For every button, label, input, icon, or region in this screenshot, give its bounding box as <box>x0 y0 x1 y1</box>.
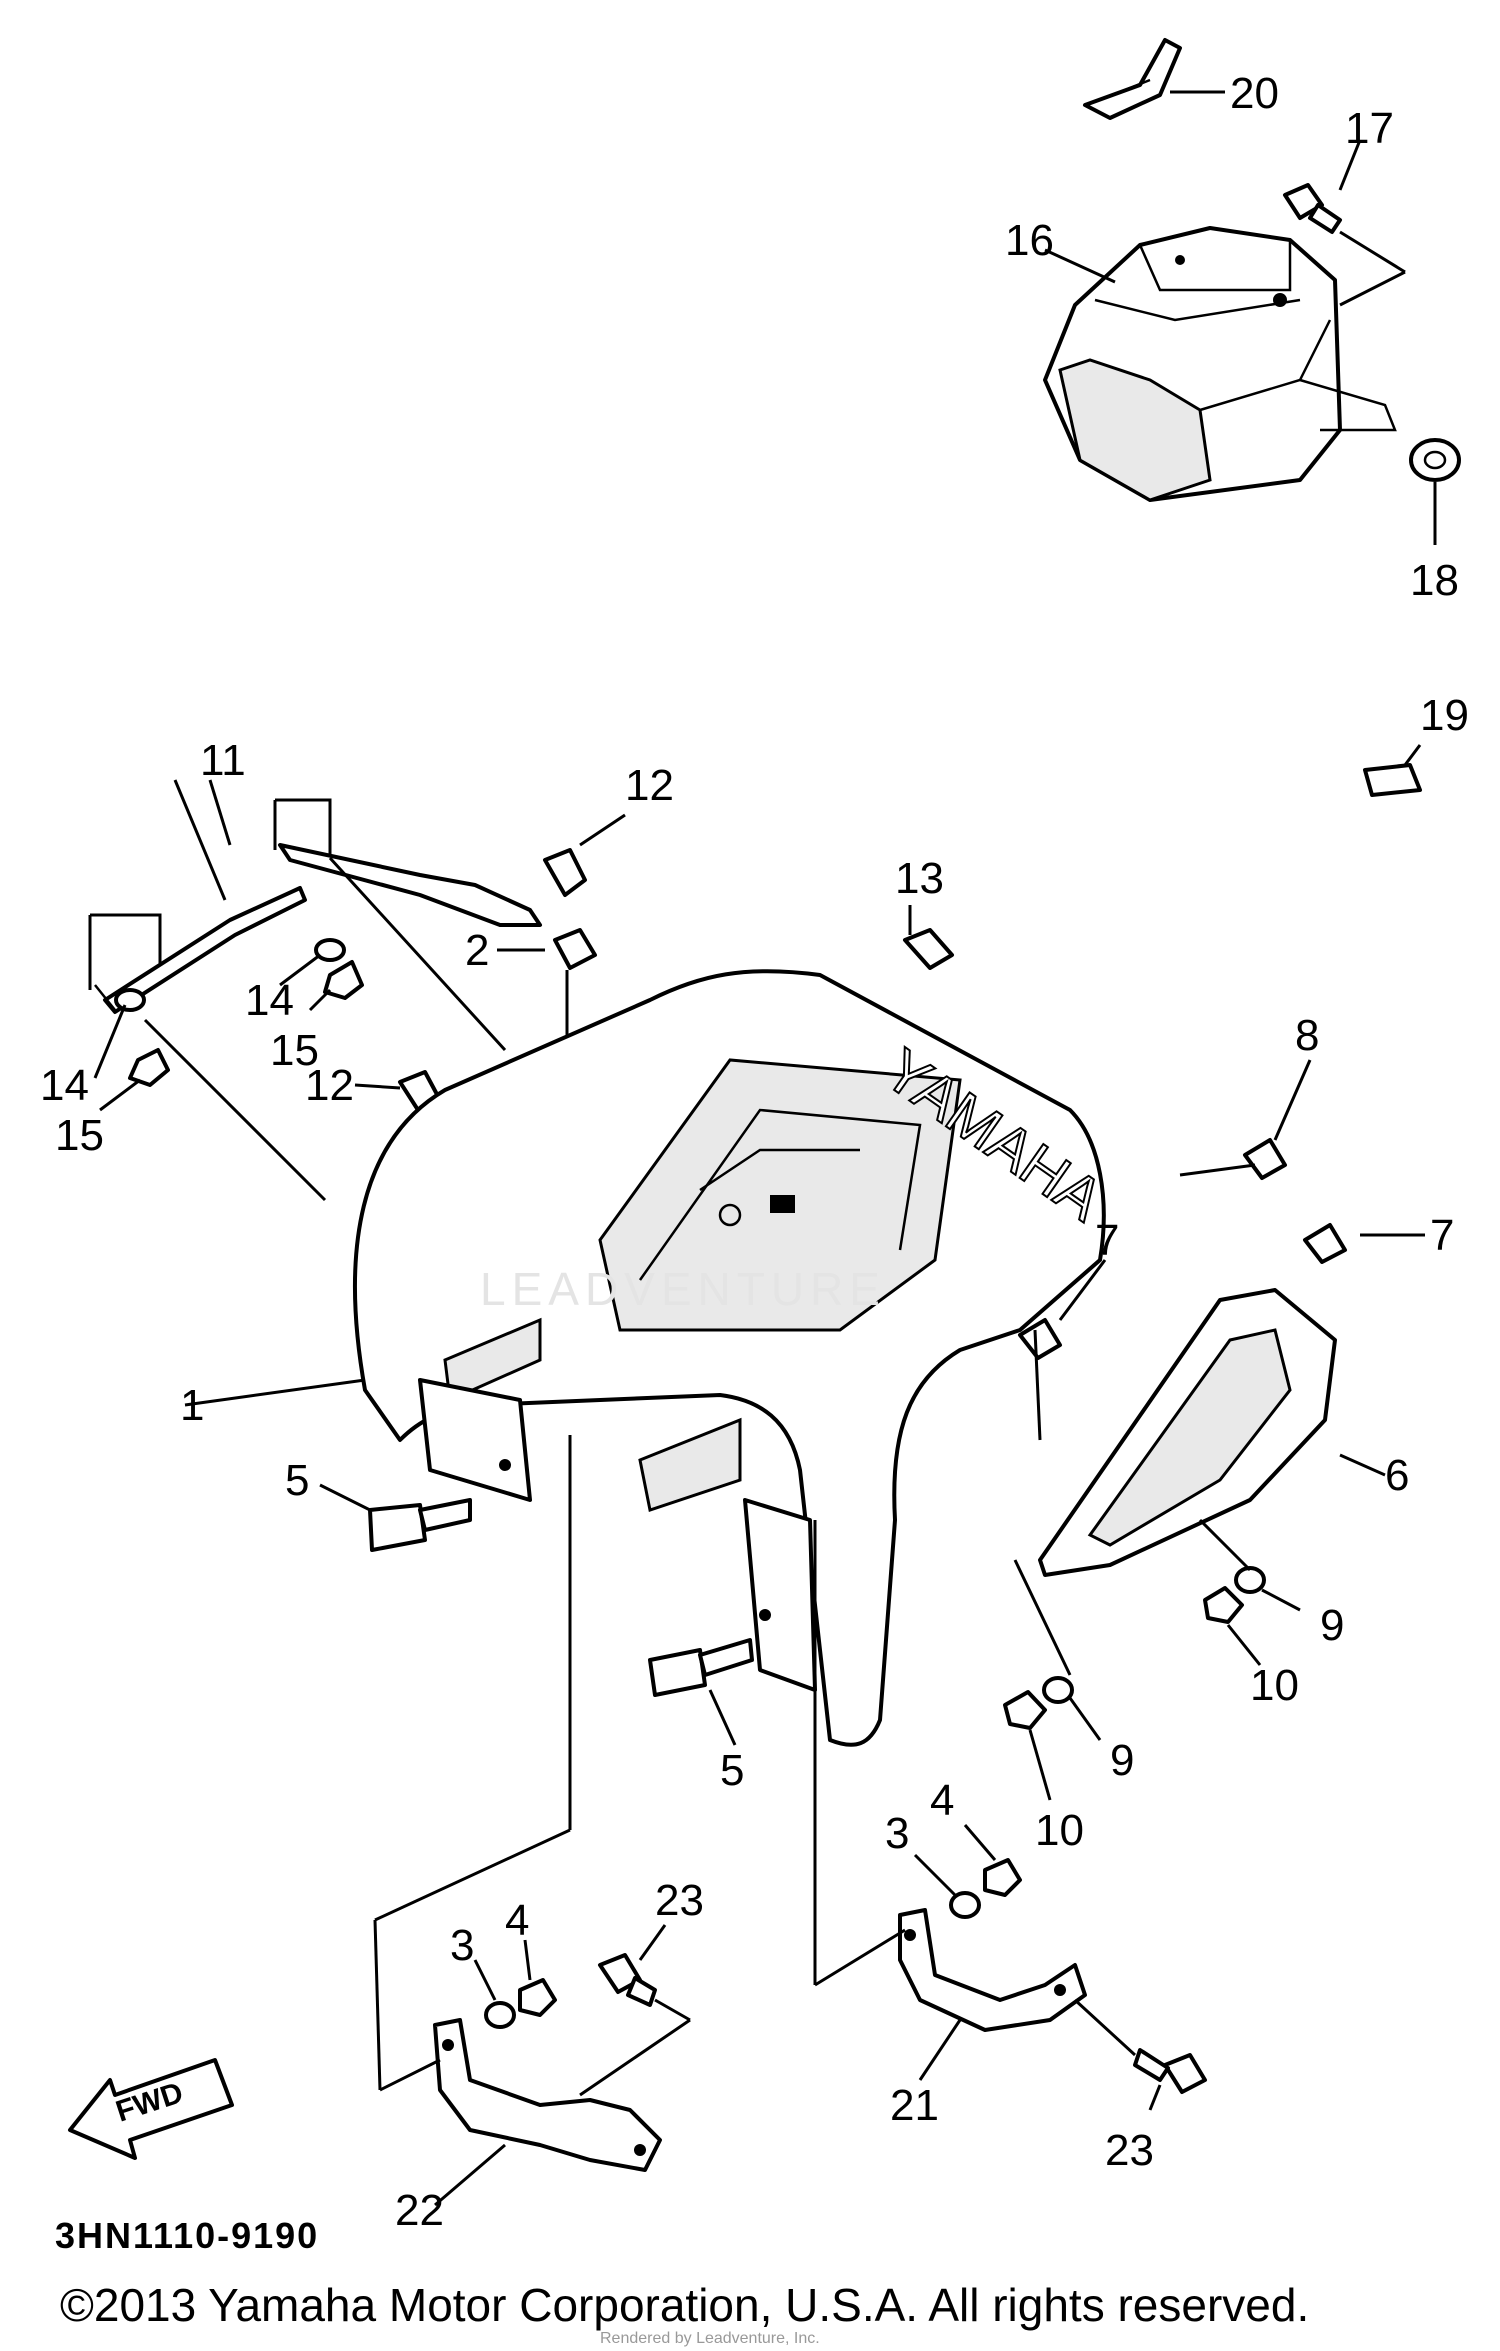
render-credit: Rendered by Leadventure, Inc. <box>600 2330 820 2347</box>
callout-4-left: 4 <box>505 1896 529 1945</box>
callout-18: 18 <box>1410 556 1459 605</box>
part-11-rack-bars <box>88 779 542 1202</box>
callout-7-left: 7 <box>1095 1216 1119 1265</box>
callout-17: 17 <box>1345 104 1394 153</box>
callout-4-right: 4 <box>930 1776 954 1825</box>
part-21-bracket <box>813 1520 1087 2081</box>
callout-23-lower: 23 <box>1105 2126 1154 2175</box>
part-5-bolts <box>319 1483 754 1746</box>
part-18-nut <box>1409 438 1461 545</box>
part-17-bolt <box>1283 139 1406 307</box>
callout-16: 16 <box>1005 216 1054 265</box>
part-7-8-bolts <box>1018 1059 1425 1441</box>
copyright-notice: ©2013 Yamaha Motor Corporation, U.S.A. A… <box>60 2279 1310 2331</box>
callout-7-right: 7 <box>1430 1211 1454 1260</box>
part-3-4-hardware-right <box>913 1824 1022 1919</box>
callout-5-upper: 5 <box>285 1456 309 1505</box>
callout-12-lower: 12 <box>305 1061 354 1110</box>
fwd-arrow: FWD <box>68 2058 234 2160</box>
callout-21: 21 <box>890 2081 939 2130</box>
callout-15-lower: 15 <box>55 1111 104 1160</box>
callout-23-upper: 23 <box>655 1876 704 1925</box>
watermark: LEADVENTURE <box>480 1263 886 1315</box>
callout-10-lower: 10 <box>1035 1806 1084 1855</box>
callout-3-right: 3 <box>885 1809 909 1858</box>
part-12-13-2-bolts <box>354 813 954 1295</box>
part-6-rear-guard <box>1038 1288 1386 1577</box>
callout-5-lower: 5 <box>720 1746 744 1795</box>
callout-20: 20 <box>1230 69 1279 118</box>
callout-19: 19 <box>1420 691 1469 740</box>
part-16-rear-box <box>1043 226 1397 502</box>
callout-11: 11 <box>200 736 246 785</box>
callout-14-upper: 14 <box>245 976 294 1025</box>
callout-10-right: 10 <box>1250 1661 1299 1710</box>
part-19-pad <box>1363 744 1422 797</box>
callout-13: 13 <box>895 854 944 903</box>
callout-9-lower: 9 <box>1110 1736 1134 1785</box>
diagram-code: 3HN1110-9190 <box>55 2215 320 2256</box>
part-22-bracket <box>373 1435 662 2207</box>
callout-1: 1 <box>180 1381 204 1430</box>
callout-14-lower: 14 <box>40 1061 89 1110</box>
callout-2: 2 <box>465 926 489 975</box>
part-23-bolts <box>579 1924 1207 2111</box>
callout-12-top: 12 <box>625 761 674 810</box>
part-20-clip <box>1083 38 1225 120</box>
callout-8: 8 <box>1295 1011 1319 1060</box>
callout-numbers: 20 17 16 18 19 11 12 13 2 14 15 12 14 15… <box>40 69 1469 2235</box>
callout-15-upper: 15 <box>270 1026 319 1075</box>
part-3-4-hardware-left <box>473 1939 557 2029</box>
part-14-15-hardware <box>93 938 364 1112</box>
callout-6: 6 <box>1385 1451 1409 1500</box>
part-9-10-hardware <box>1003 1518 1301 1801</box>
part-1-rear-fender: YAMAHA <box>184 969 1116 1747</box>
callout-9-right: 9 <box>1320 1601 1344 1650</box>
callout-22: 22 <box>395 2186 444 2235</box>
callout-3-left: 3 <box>450 1921 474 1970</box>
